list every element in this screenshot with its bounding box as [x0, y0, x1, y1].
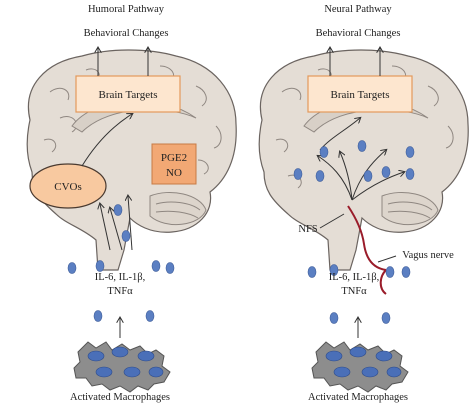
neural-brain-targets-box: [307, 75, 413, 113]
cvos-to-targets-arrow: [81, 114, 132, 167]
neural-panel: Neural Pathway Behavioral Changes Brain …: [258, 4, 469, 403]
vagus-nerve-ending: [379, 269, 387, 295]
macrophage-nucleus: [361, 366, 379, 378]
neural-cytokine-line2: TNFα: [341, 286, 367, 297]
neural-behavior-label: Behavioral Changes: [316, 28, 401, 39]
humoral-macrophage-label: Activated Macrophages: [70, 392, 170, 403]
neural-title: Neural Pathway: [324, 4, 392, 15]
no-label: NO: [166, 167, 182, 179]
humoral-panel: Humoral Pathway Behavioral Changes Brain…: [26, 4, 237, 403]
pge2-no-box: [151, 143, 197, 185]
nfs-pointer-line: [319, 213, 345, 229]
cytokine-dot: [363, 170, 373, 182]
cytokine-dot: [405, 168, 415, 180]
cytokine-dot: [95, 260, 105, 272]
cytokine-dot: [145, 310, 155, 322]
cytokine-dot: [381, 166, 391, 178]
macrophage-nucleus: [123, 366, 141, 378]
vagus-nerve-label: Vagus nerve: [402, 250, 454, 261]
neural-cytokine-line1: IL-6, IL-1β,: [329, 272, 380, 283]
humoral-behavior-label: Behavioral Changes: [84, 28, 169, 39]
cytokine-dot: [165, 262, 175, 274]
macrophage-nucleus: [325, 350, 343, 362]
humoral-brain-targets-box: [75, 75, 181, 113]
macrophage-nucleus: [87, 350, 105, 362]
cytokine-dot: [329, 312, 339, 324]
cytokine-dot: [385, 266, 395, 278]
cytokine-dot: [121, 230, 131, 242]
cytokine-dot: [307, 266, 317, 278]
neural-macrophage-label: Activated Macrophages: [308, 392, 408, 403]
cytokine-dot: [329, 264, 339, 276]
nfs-label: NFS: [298, 224, 317, 235]
cytokine-dot: [151, 260, 161, 272]
vagus-pointer-line: [377, 255, 397, 263]
cytokine-dot: [113, 204, 123, 216]
macrophage-nucleus: [137, 350, 155, 362]
macrophage-nucleus: [375, 350, 393, 362]
neural-brain-targets-label: Brain Targets: [330, 89, 389, 101]
cytokine-dot: [93, 310, 103, 322]
macrophage-nucleus: [386, 366, 402, 378]
cytokine-dot: [67, 262, 77, 274]
vagus-nerve-path: [347, 205, 387, 271]
cytokine-dot: [401, 266, 411, 278]
humoral-cytokine-line2: TNFα: [107, 286, 133, 297]
humoral-cytokine-dots: [67, 204, 175, 322]
humoral-macrophages: [73, 341, 171, 393]
cytokine-to-cvos-arrow-1: [100, 204, 111, 251]
macrophage-nucleus: [95, 366, 113, 378]
cytokine-dot: [405, 146, 415, 158]
cvos-label: CVOs: [54, 181, 82, 193]
neural-cytokine-dots: [307, 264, 411, 324]
cytokine-dot: [315, 170, 325, 182]
cytokine-up-arrow: [128, 196, 133, 251]
cytokine-dot: [357, 140, 367, 152]
neural-brain-dots: [293, 140, 415, 182]
macrophage-nucleus: [111, 346, 129, 358]
humoral-cytokine-line1: IL-6, IL-1β,: [95, 272, 146, 283]
pge2-label: PGE2: [161, 152, 187, 164]
humoral-title: Humoral Pathway: [88, 4, 165, 15]
cytokine-dot: [293, 168, 303, 180]
cytokine-dot: [319, 146, 329, 158]
cvos-ellipse: [29, 163, 107, 209]
macrophage-nucleus: [148, 366, 164, 378]
neural-macrophages: [311, 341, 409, 393]
humoral-brain-targets-label: Brain Targets: [98, 89, 157, 101]
macrophage-nucleus: [333, 366, 351, 378]
cytokine-to-cvos-arrow-2: [110, 208, 123, 251]
cytokine-dot: [381, 312, 391, 324]
macrophage-nucleus: [349, 346, 367, 358]
